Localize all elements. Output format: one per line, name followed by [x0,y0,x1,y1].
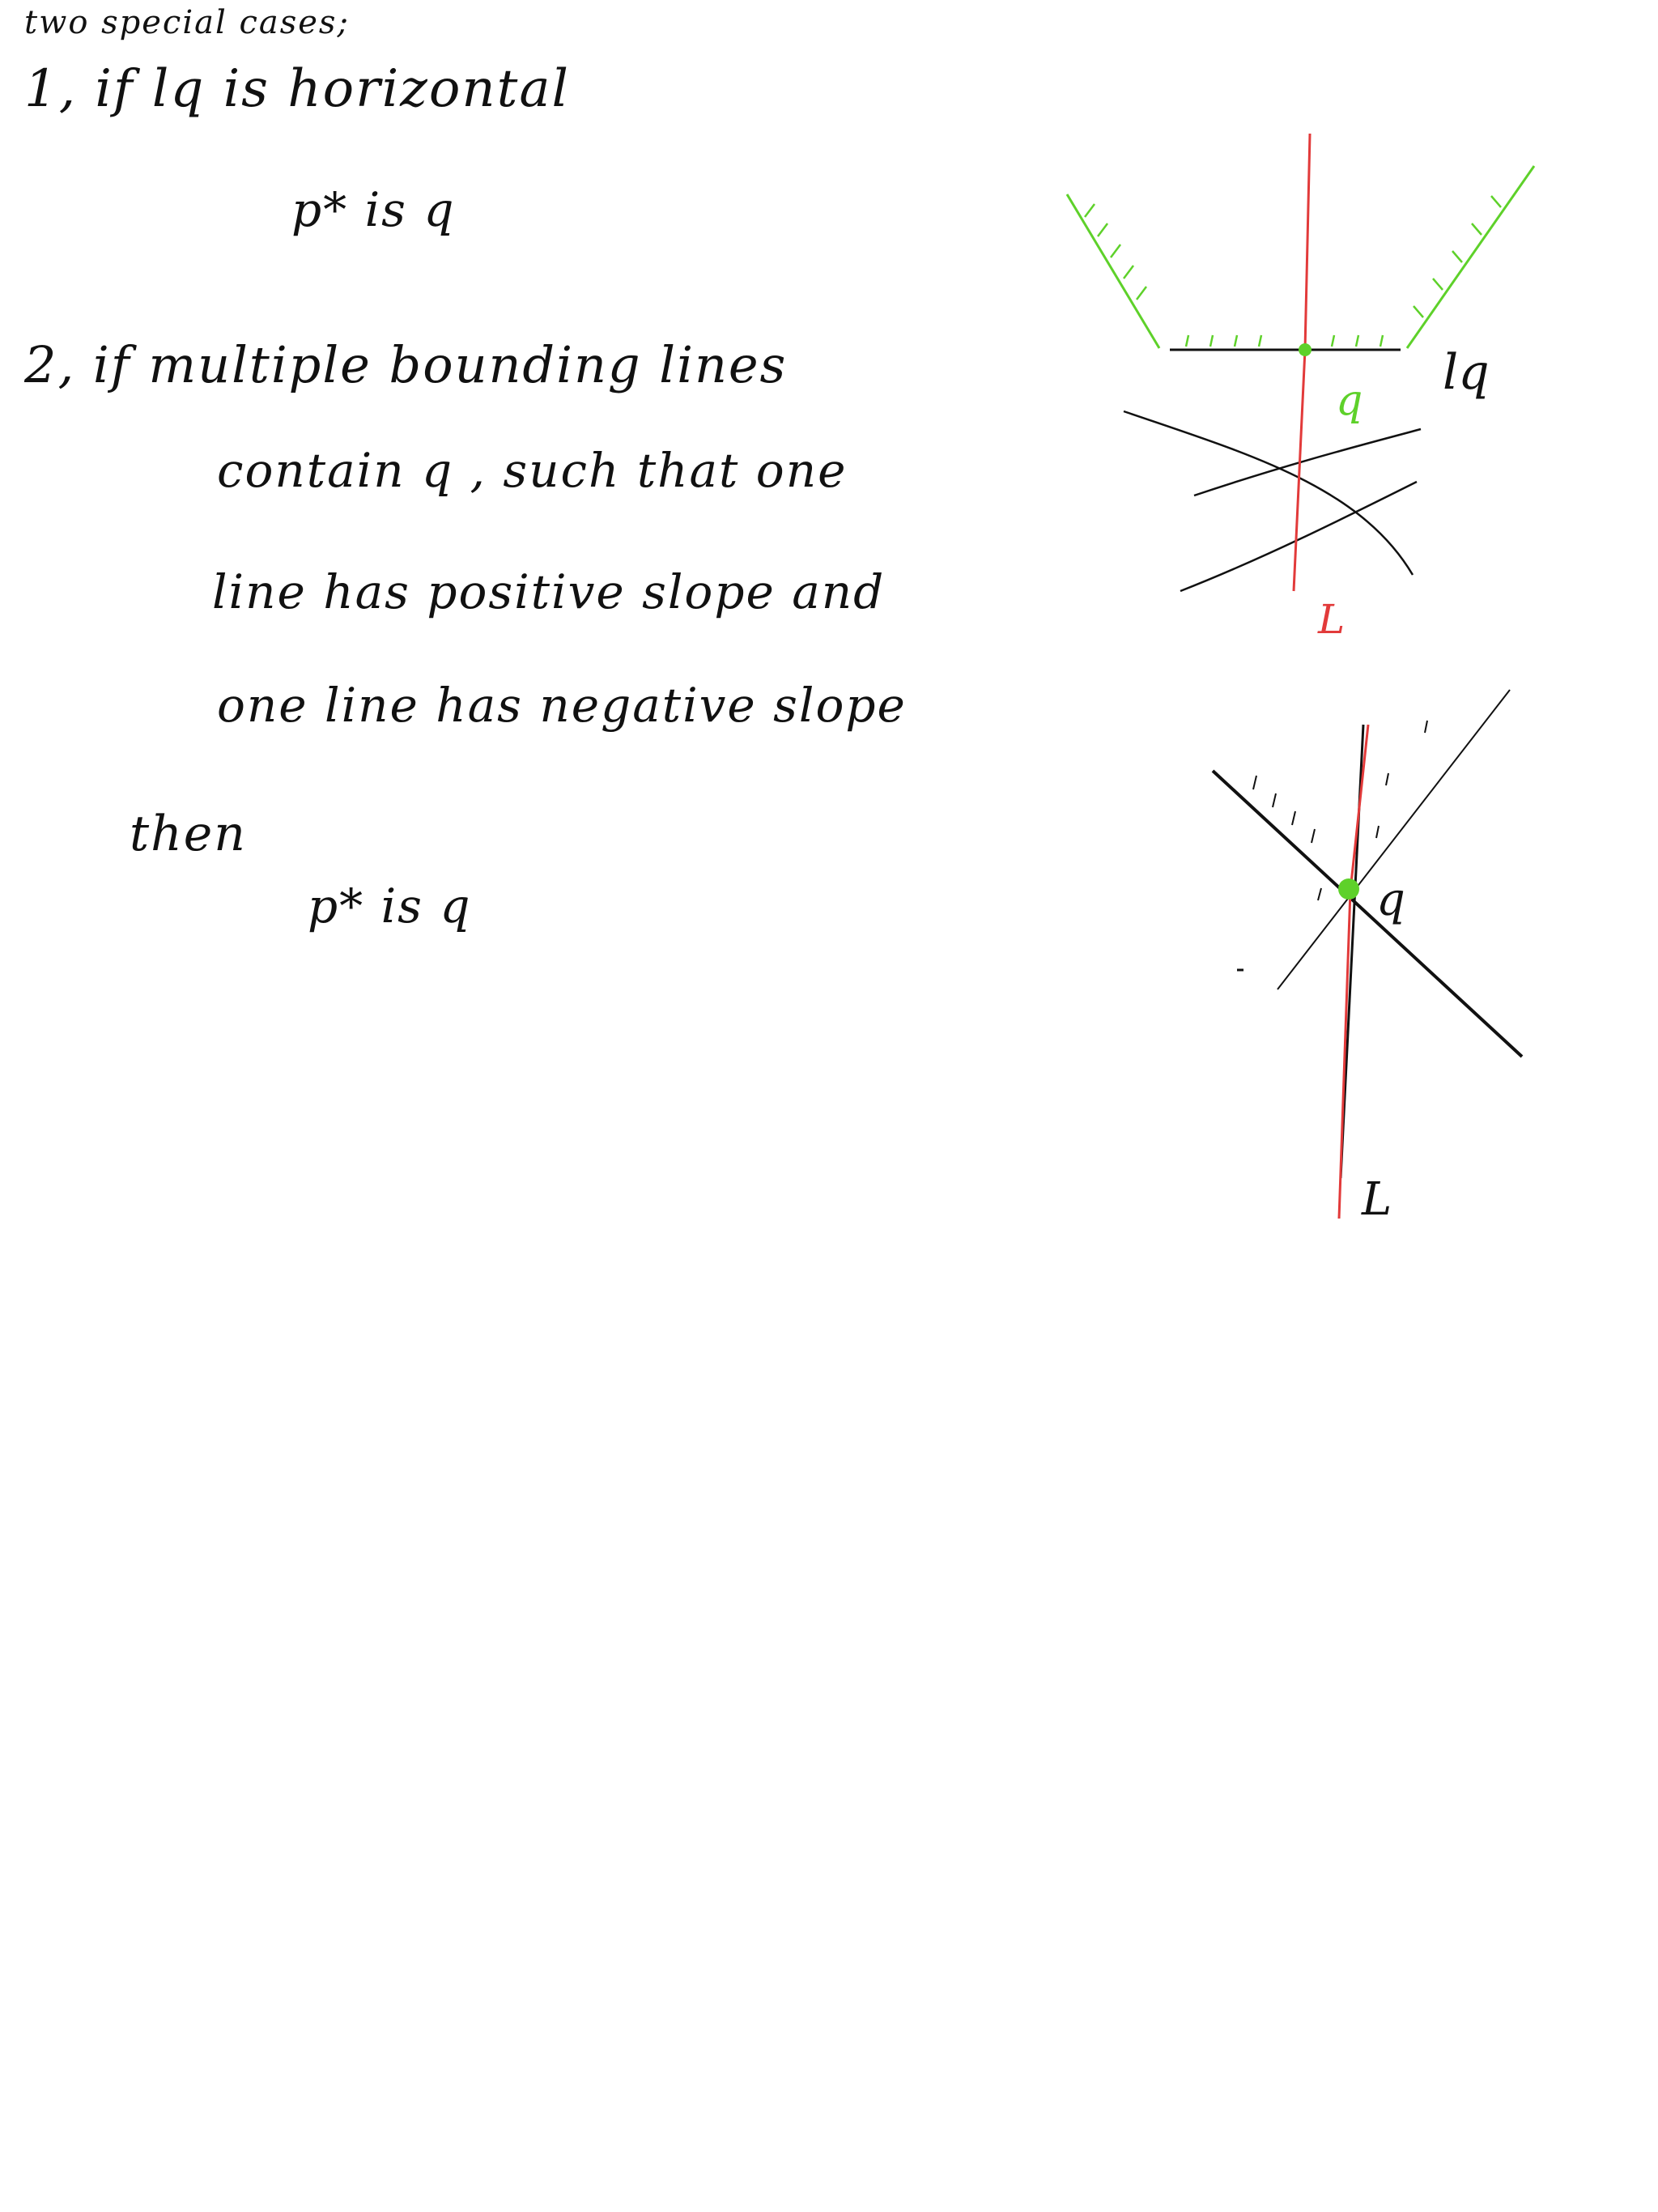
figure2-label-q: q [1376,874,1405,926]
figure1-crossing-line-2 [1193,428,1422,497]
figure1-vertical-line-L [1292,133,1312,592]
figure1-lq-hatching [1184,334,1384,347]
conclusion-then: then [130,806,247,862]
figure2-label-L: L [1361,1173,1392,1226]
notes-heading: two special cases; [24,4,350,41]
figure1-label-L: L [1317,596,1345,643]
figure2-negative-slope-line [1211,769,1524,1058]
case2-line2: contain q , such that one [217,443,848,498]
case1-line1: 1, if lq is horizontal [24,59,570,119]
figure1-left-hatching [1084,203,1147,300]
case1-line2: p* is q [291,182,456,237]
case2-line3: line has positive slope and [212,564,886,619]
figure1-right-hatching [1413,195,1502,318]
case2-line1: 2, if multiple bounding lines [24,335,788,394]
conclusion-result: p* is q [308,878,472,934]
figure2-hatching [1252,720,1428,901]
figure1-label-q: q [1336,376,1363,425]
figure2: q L [1211,689,1524,1226]
figure1-point-q [1299,343,1312,356]
figure1: q lq L [1065,133,1536,643]
figure2-positive-slope-line [1277,689,1511,990]
figure1-left-boundary [1065,194,1161,349]
figure1-crossing-line-3 [1180,480,1418,593]
case2-line4: one line has negative slope [217,678,907,733]
figure1-right-boundary [1405,165,1536,349]
figure2-point-q [1338,878,1359,900]
figure1-crossing-line-1 [1123,410,1414,576]
figure1-label-lq: lq [1443,344,1490,401]
